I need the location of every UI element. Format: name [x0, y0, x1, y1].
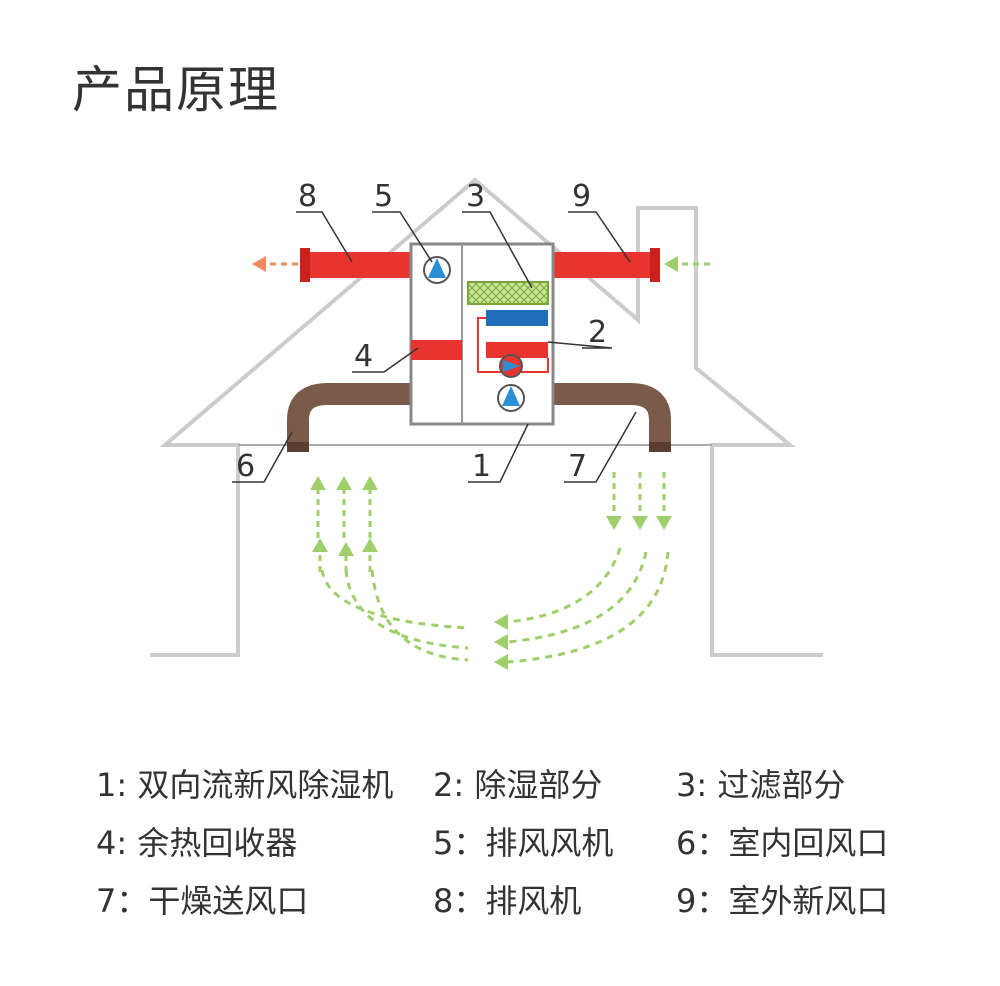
filter-mesh [468, 282, 548, 304]
legend-item-8: 8：排风机 [433, 882, 582, 920]
legend-item-7: 7：干燥送风口 [96, 882, 309, 920]
legend-item-2: 2: 除湿部分 [433, 766, 603, 804]
page-title: 产品原理 [72, 61, 280, 119]
supply-duct-cap [649, 442, 671, 452]
legend-item-5: 5：排风风机 [433, 824, 614, 862]
fresh-air-arrow-head [664, 256, 678, 272]
indoor-return-duct [287, 383, 410, 450]
legend-item-3: 3: 过滤部分 [676, 766, 846, 804]
callout-2: 2 [588, 315, 607, 350]
callout-9: 9 [572, 179, 591, 214]
callout-8: 8 [298, 179, 317, 214]
callout-1: 1 [472, 449, 491, 484]
circulation-arcs [320, 547, 670, 664]
callout-3: 3 [466, 179, 485, 214]
heat-recovery-core [411, 340, 462, 360]
heating-coil [486, 342, 548, 358]
fresh-air-pipe-flange [650, 248, 660, 282]
supply-fan [497, 384, 525, 412]
callout-6: 6 [236, 449, 255, 484]
legend-item-6: 6：室内回风口 [676, 824, 889, 862]
legend-item-9: 9：室外新风口 [676, 882, 889, 920]
supply-duct [553, 383, 671, 450]
callout-4: 4 [354, 339, 373, 374]
cooling-coil [486, 310, 548, 326]
circulation-arrow-heads [494, 614, 508, 670]
return-air-arrow-heads [310, 476, 378, 556]
return-duct-cap [287, 442, 309, 452]
callout-5: 5 [374, 179, 393, 214]
legend-item-1: 1: 双向流新风除湿机 [96, 766, 394, 804]
legend-item-4: 4: 余热回收器 [96, 824, 298, 862]
callout-leaders [232, 211, 637, 483]
supply-air-arrow-heads [606, 516, 672, 530]
return-air-arrows [316, 488, 372, 572]
exhaust-arrow-head [252, 256, 266, 272]
exhaust-pipe [303, 252, 411, 278]
supply-air-arrows [612, 472, 666, 516]
callout-7: 7 [568, 449, 587, 484]
refrigerant-loop [477, 317, 549, 373]
compressor [499, 354, 523, 378]
fresh-air-pipe [553, 252, 656, 278]
exhaust-pipe-flange [300, 248, 310, 282]
exhaust-fan [423, 256, 451, 284]
